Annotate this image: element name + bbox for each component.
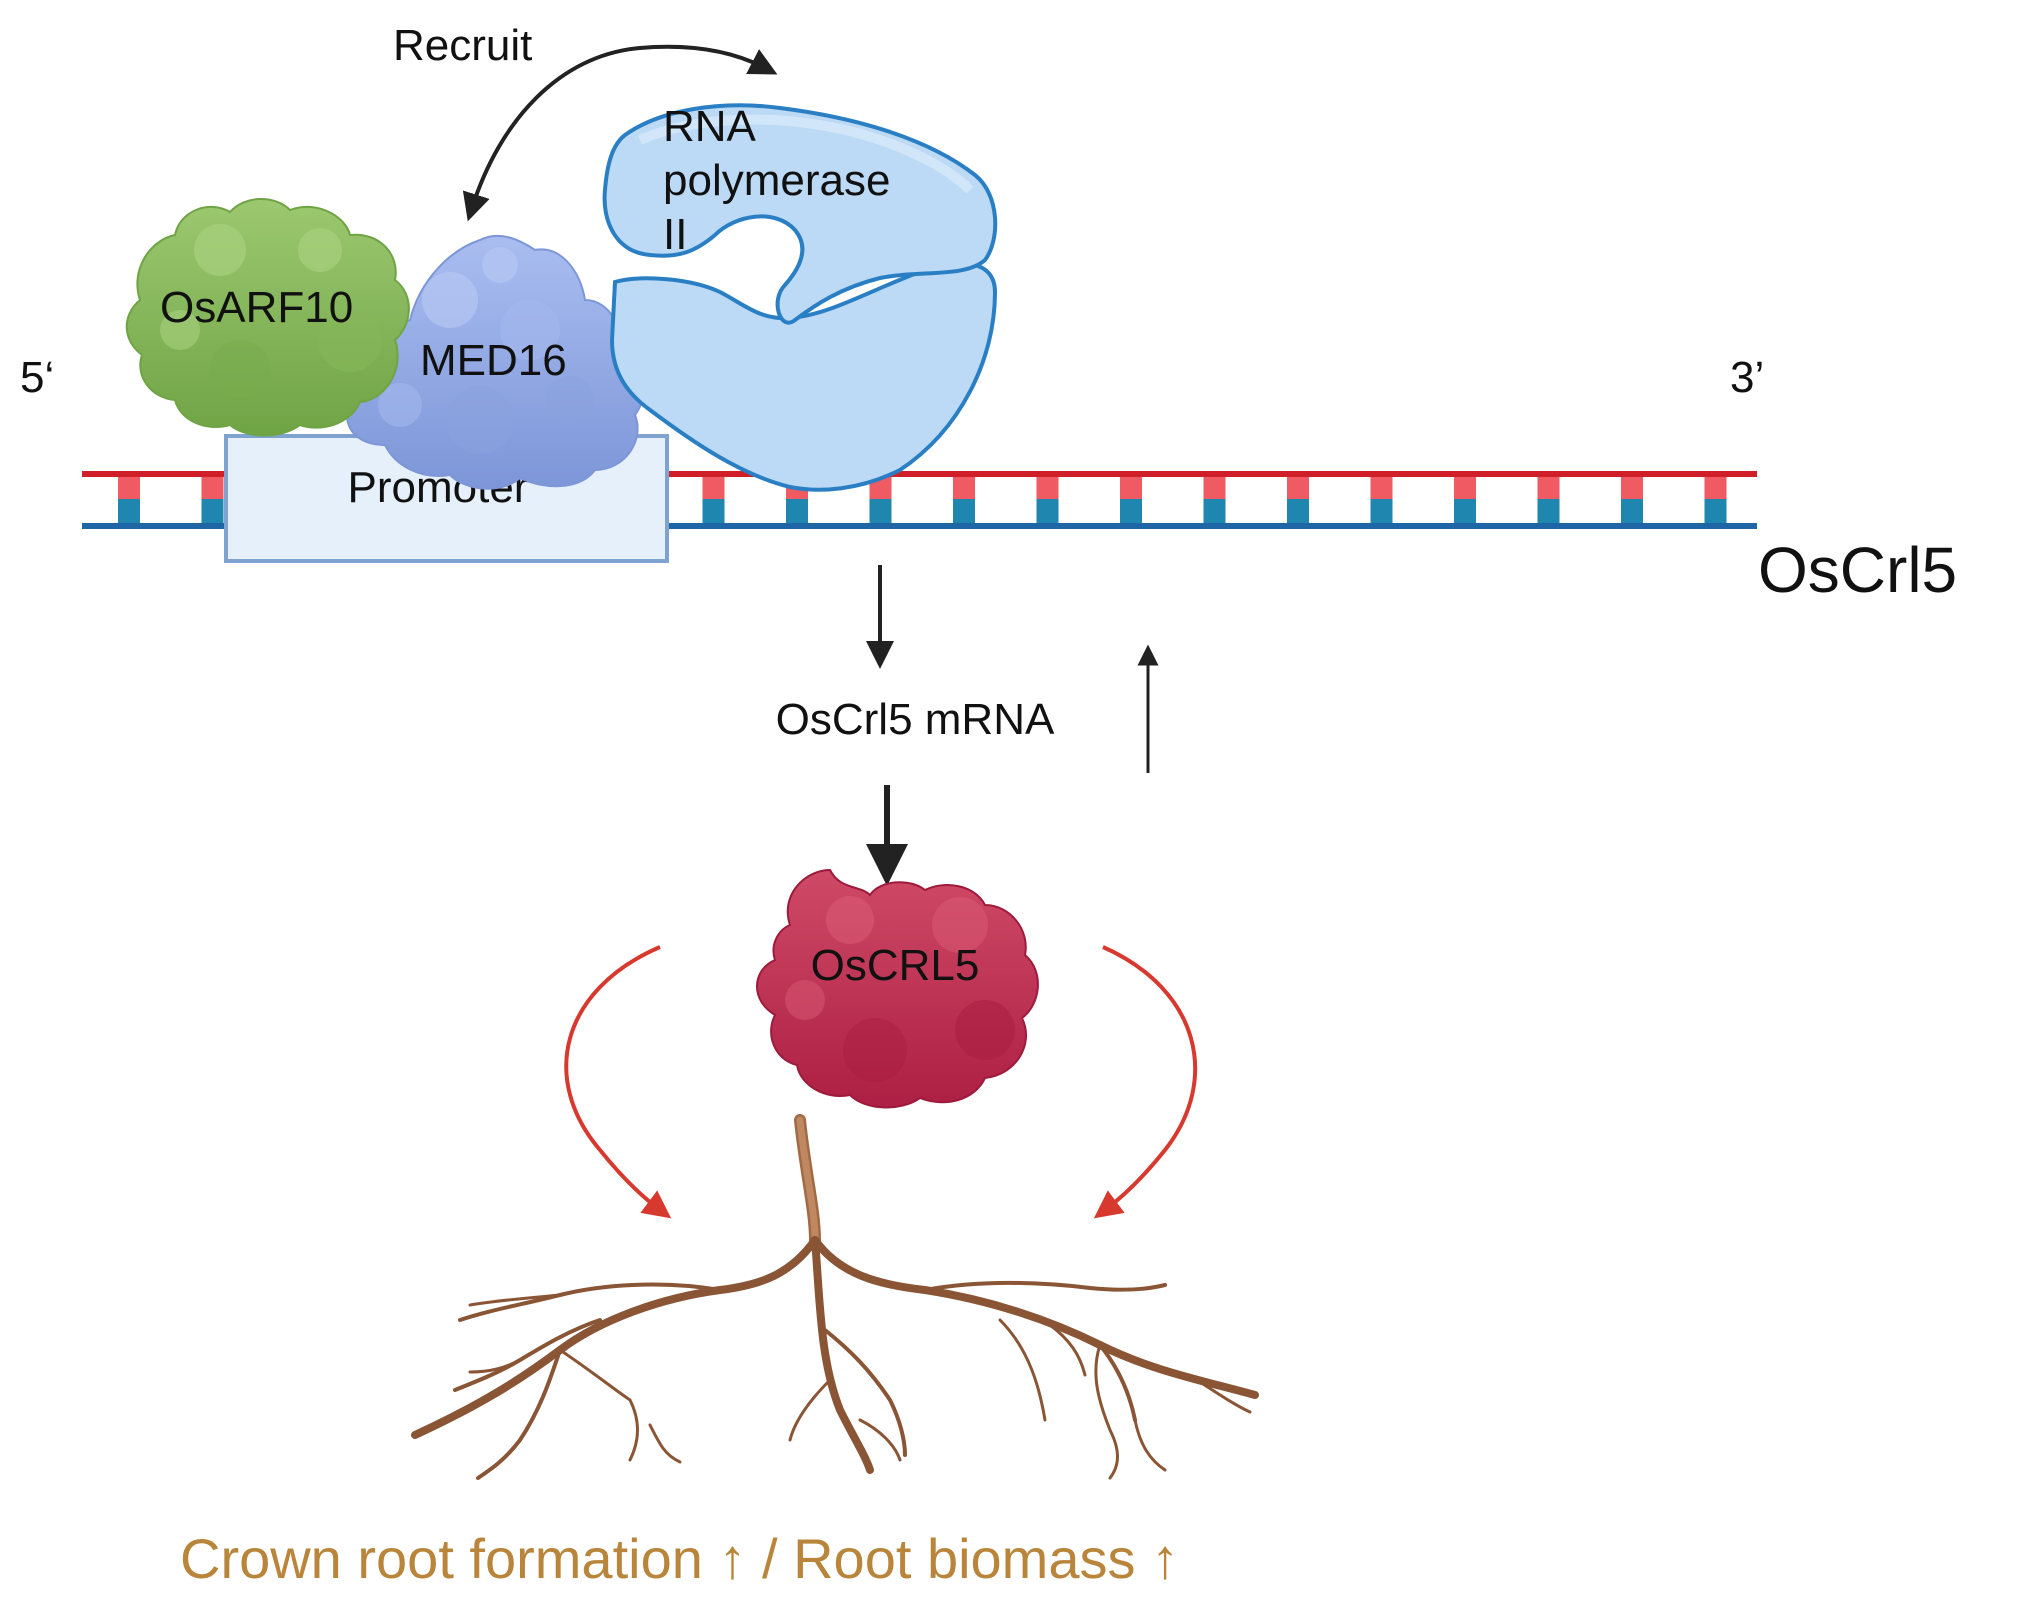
dna-base-bottom	[869, 499, 892, 524]
dna-base-top	[1287, 477, 1309, 499]
osarf10-protein	[125, 198, 410, 437]
dna-base-top	[1370, 477, 1393, 499]
dna-base-bottom	[702, 499, 725, 524]
dna-base-top	[1203, 477, 1226, 499]
dna-base-top	[1621, 477, 1643, 499]
dna-base-bottom	[1537, 499, 1560, 524]
dna-base-top	[1036, 477, 1059, 499]
dna-base-bottom	[953, 499, 975, 524]
dna-base-top	[201, 477, 224, 499]
dna-base-top	[1120, 477, 1142, 499]
dna-base-bottom	[1370, 499, 1393, 524]
dna-base-bottom	[118, 499, 140, 524]
med16-label: MED16	[420, 336, 567, 385]
dna-base-top	[1704, 477, 1727, 499]
root-icon	[411, 1114, 1259, 1480]
right-effect-arrow	[1093, 945, 1198, 1219]
recruit-arrow: Recruit	[393, 21, 778, 222]
dna-base-top	[1537, 477, 1560, 499]
dna-base-top	[702, 477, 725, 499]
oscrl5-protein: OsCRL5	[756, 868, 1039, 1109]
dna-base-bottom	[1454, 499, 1476, 524]
dna-base-top	[118, 477, 140, 499]
rna-polymerase-label-line2: polymerase	[663, 156, 890, 205]
dna-base-bottom	[786, 499, 808, 524]
dna-base-bottom	[1621, 499, 1643, 524]
oscrl5-protein-label: OsCRL5	[811, 941, 980, 990]
mrna-label: OsCrl5 mRNA	[776, 695, 1055, 744]
curved-double-arrow-icon	[462, 44, 778, 222]
gene-label: OsCrl5	[1758, 534, 1957, 606]
dna-base-bottom	[1120, 499, 1142, 524]
dna-base-bottom	[1036, 499, 1059, 524]
five-prime-label: 5‘	[20, 353, 54, 402]
dna-base-bottom	[201, 499, 224, 524]
rna-polymerase-label-line1: RNA	[663, 102, 757, 151]
dna-base-top	[953, 477, 975, 499]
med16-protein	[345, 234, 645, 490]
three-prime-label: 3’	[1730, 353, 1764, 402]
dna-base-bottom	[1704, 499, 1727, 524]
dna-base-bottom	[1287, 499, 1309, 524]
left-effect-arrow	[564, 945, 672, 1219]
osarf10-label: OsARF10	[160, 283, 353, 332]
outcome-label: Crown root formation ↑ / Root biomass ↑	[180, 1527, 1179, 1590]
rna-polymerase-label-line3: II	[663, 210, 687, 259]
recruit-label: Recruit	[393, 21, 532, 70]
dna-base-bottom	[1203, 499, 1226, 524]
rna-polymerase-ii: RNA polymerase II	[602, 102, 998, 492]
dna-base-top	[1454, 477, 1476, 499]
